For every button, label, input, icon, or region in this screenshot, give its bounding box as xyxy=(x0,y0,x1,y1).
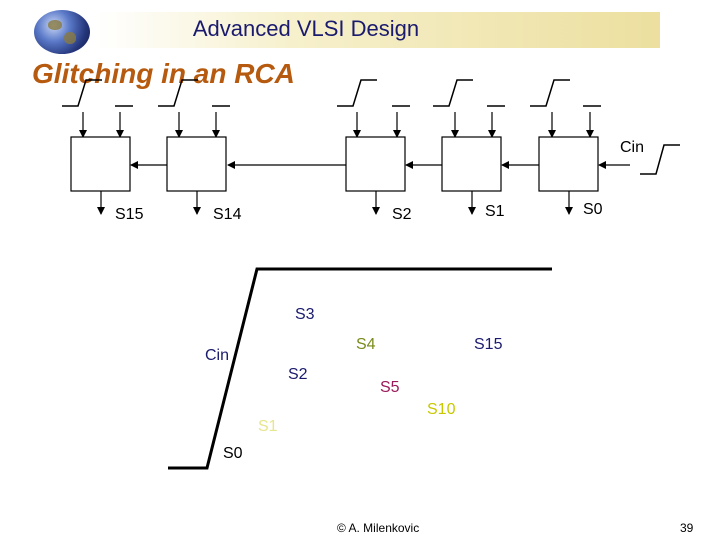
waveform-a15 xyxy=(62,79,102,107)
timing-label-s5: S5 xyxy=(380,379,400,396)
waveform-a2 xyxy=(337,79,377,107)
adder-cells xyxy=(70,136,599,192)
copyright: © A. Milenkovic xyxy=(337,521,420,535)
waveform-a14 xyxy=(158,79,198,107)
header-band xyxy=(95,12,660,48)
globe-icon xyxy=(34,10,90,54)
timing-label-s15: S15 xyxy=(474,336,503,353)
timing-label-s4: S4 xyxy=(356,336,376,353)
waveform-a0 xyxy=(530,79,570,107)
timing-waveform xyxy=(168,267,552,470)
full-adder-1 xyxy=(441,136,502,192)
header-title: Advanced VLSI Design xyxy=(192,16,420,41)
timing-label-s10: S10 xyxy=(427,401,456,418)
input-arrows xyxy=(79,112,594,138)
timing-label-s2: S2 xyxy=(288,366,308,383)
page-number: 39 xyxy=(680,521,694,535)
sum-label-s15: S15 xyxy=(115,206,144,223)
waveform-cin xyxy=(640,144,680,175)
sum-label-s0: S0 xyxy=(583,201,603,218)
slide-title: Glitching in an RCA xyxy=(32,58,295,89)
full-adder-14 xyxy=(166,136,227,192)
full-adder-0 xyxy=(538,136,599,192)
timing-label-cin: Cin xyxy=(205,347,230,364)
sum-label-s1: S1 xyxy=(485,203,505,220)
input-waveforms xyxy=(62,79,680,175)
full-adder-15 xyxy=(70,136,131,192)
waveform-a1 xyxy=(433,79,473,107)
timing-label-s3: S3 xyxy=(295,306,315,323)
full-adder-2 xyxy=(345,136,406,192)
sum-label-s14: S14 xyxy=(213,206,242,223)
timing-label-s0: S0 xyxy=(223,445,243,462)
sum-label-s2: S2 xyxy=(392,206,412,223)
timing-label-s1: S1 xyxy=(258,418,278,435)
cin-label: Cin xyxy=(620,139,645,156)
sum-arrows xyxy=(97,191,573,215)
